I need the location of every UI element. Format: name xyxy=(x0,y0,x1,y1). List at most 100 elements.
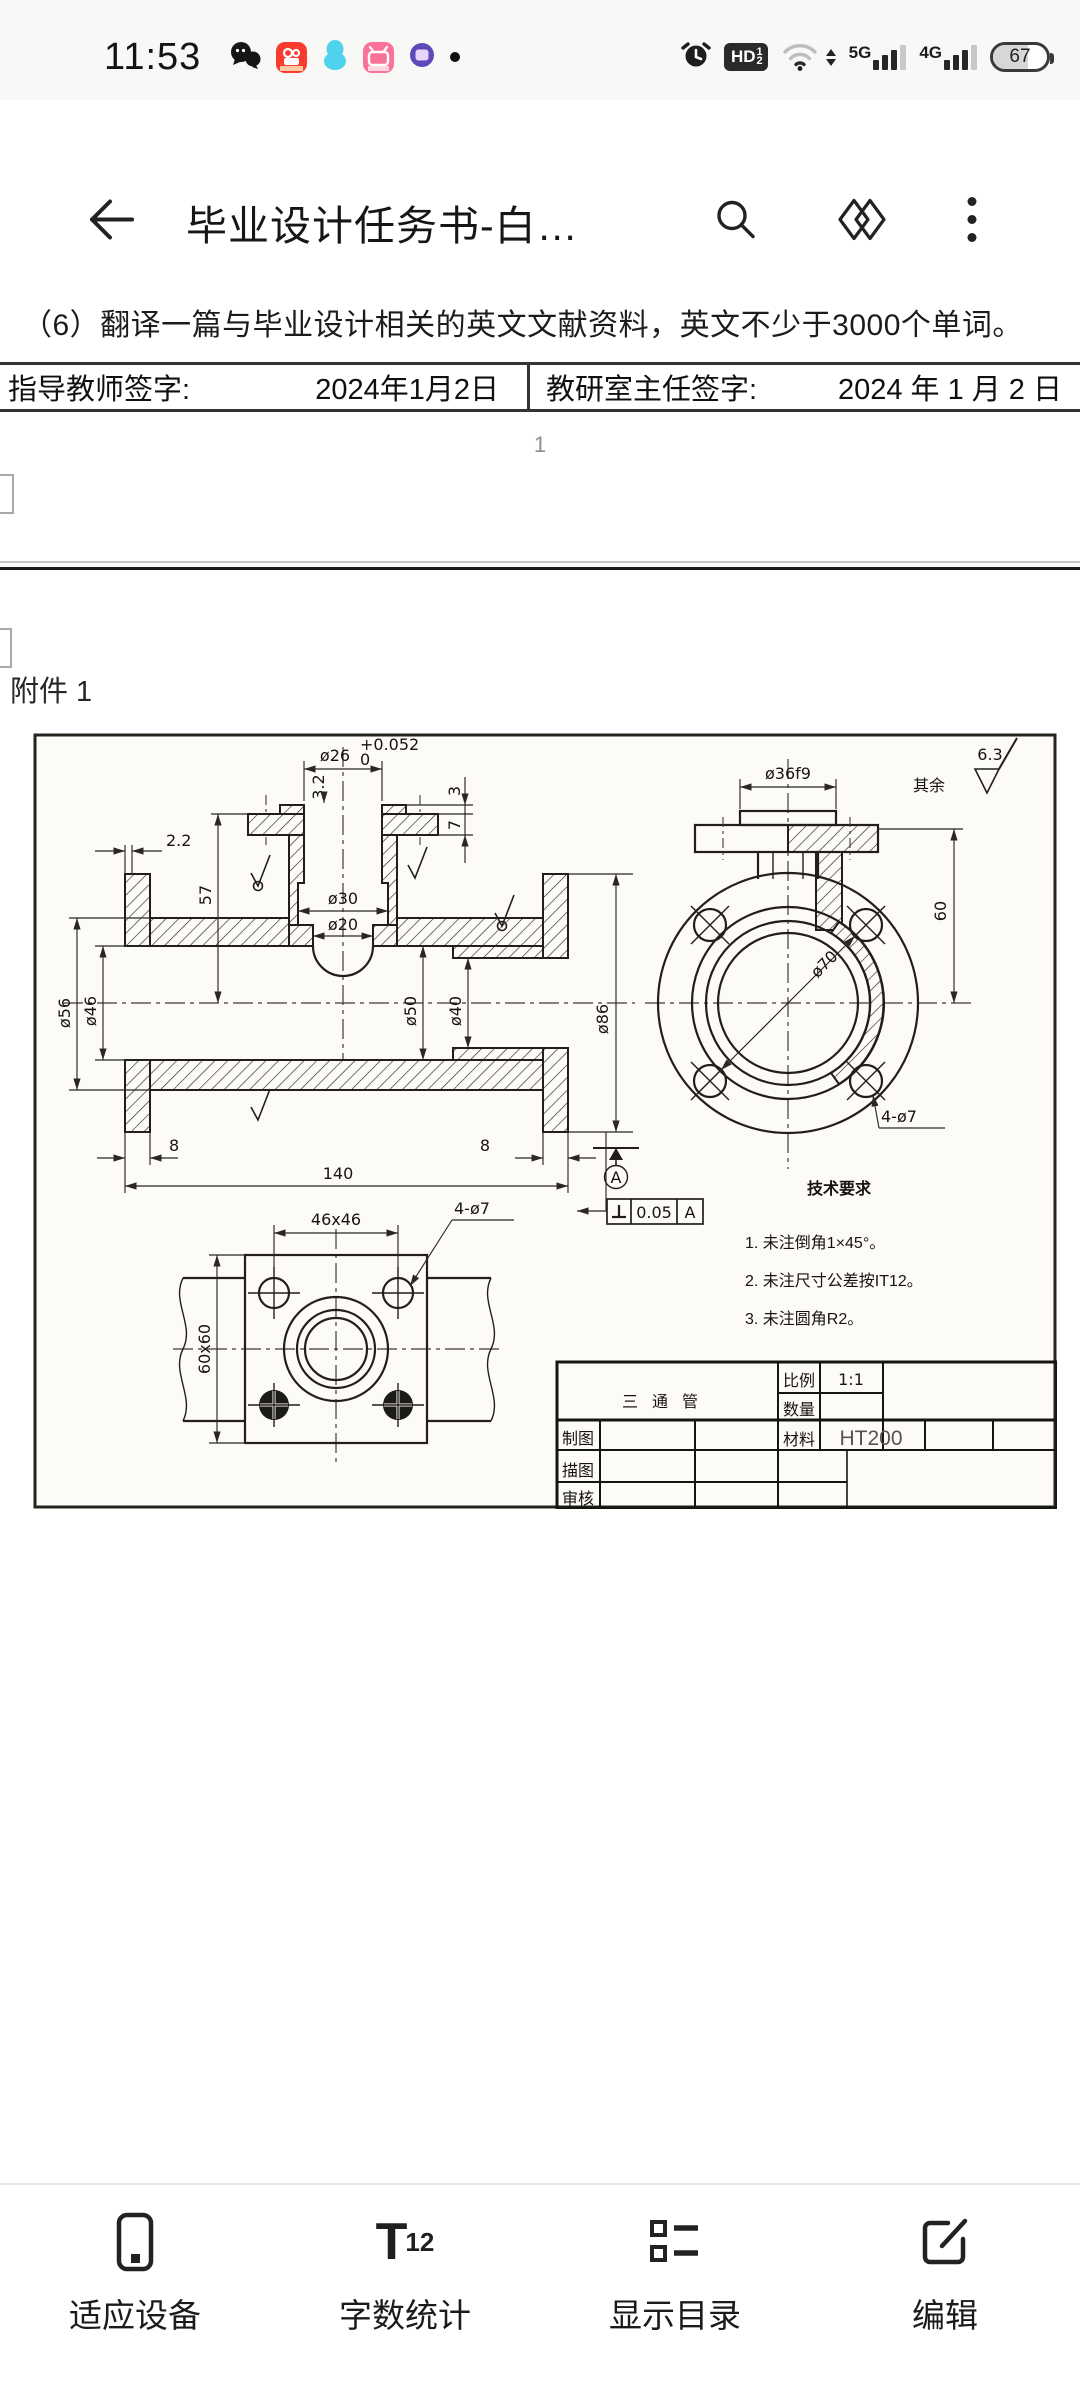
checker-label: 审核 xyxy=(562,1490,594,1508)
dim-d36f9: ø36f9 xyxy=(765,764,811,783)
dim-d50: ø50 xyxy=(401,996,420,1026)
material-label: 材料 xyxy=(783,1431,815,1449)
engineering-drawing: ø26 +0.052 0 3.2 3 7 2.2 57 ø30 xyxy=(33,733,1057,1509)
signal-5g-icon: 5G xyxy=(849,43,907,70)
dim-3-2: 3.2 xyxy=(309,774,328,799)
dim-d86: ø86 xyxy=(593,1004,612,1034)
show-toc-button[interactable]: 显示目录 xyxy=(540,2185,810,2400)
roughness-value: 6.3 xyxy=(977,745,1002,764)
dim-140: 140 xyxy=(323,1164,354,1183)
dim-3: 3 xyxy=(445,786,464,796)
fit-device-button[interactable]: 适应设备 xyxy=(0,2185,270,2400)
dim-60: 60 xyxy=(931,901,950,921)
notification-dot-icon xyxy=(450,52,461,62)
back-button[interactable] xyxy=(86,198,136,247)
bolt-holes xyxy=(690,905,886,1101)
attachment-label: 附件 1 xyxy=(10,676,93,708)
dim-d26-tol-lower: 0 xyxy=(360,750,370,769)
dim-46x46: 46x46 xyxy=(311,1210,361,1229)
tech-req-item: 1. 未注倒角1×45°。 xyxy=(745,1234,885,1252)
dim-7: 7 xyxy=(445,820,464,830)
wifi-traffic-arrows-icon xyxy=(825,48,836,66)
director-sign-date: 2024 年 1 月 2 日 xyxy=(837,374,1062,406)
teacher-sign-date: 2024年1月2日 xyxy=(315,374,499,406)
datum-feature: A 0.05 A xyxy=(577,1132,704,1225)
dim-d56: ø56 xyxy=(55,998,74,1028)
front-dimensions: ø26 +0.052 0 3.2 3 7 2.2 57 ø30 xyxy=(55,735,633,1193)
front-section-view: ø26 +0.052 0 3.2 3 7 2.2 57 ø30 xyxy=(55,735,704,1225)
dim-d20: ø20 xyxy=(328,915,358,934)
tech-req-title: 技术要求 xyxy=(807,1179,872,1198)
tracer-label: 描图 xyxy=(562,1462,594,1480)
app-header: 毕业设计任务书-白… xyxy=(0,172,1080,272)
toolbar-divider xyxy=(0,2183,1080,2185)
table-cell-director: 教研室主任签字: 2024 年 1 月 2 日 xyxy=(530,365,1080,409)
app-icon xyxy=(409,42,435,73)
tech-req-item: 3. 未注圆角R2。 xyxy=(745,1310,863,1328)
edit-button[interactable]: 编辑 xyxy=(810,2185,1080,2400)
roughness-symbol xyxy=(973,768,1001,795)
page-separator-dark xyxy=(0,567,1080,570)
signal-4g-icon: 4G xyxy=(919,43,977,70)
dim-8-right: 8 xyxy=(480,1136,490,1155)
material-value: HT200 xyxy=(839,1427,902,1450)
signature-table: 指导教师签字: 2024年1月2日 教研室主任签字: 2024 年 1 月 2 … xyxy=(0,362,1080,412)
dim-d26-tol-upper: +0.052 xyxy=(360,735,419,754)
qq-icon xyxy=(322,39,348,75)
flange-holes xyxy=(248,1267,424,1427)
drafter-label: 制图 xyxy=(562,1430,594,1448)
dim-d46: ø46 xyxy=(81,996,100,1026)
fcf-value: 0.05 xyxy=(636,1203,672,1222)
edit-icon xyxy=(918,2211,972,2273)
dim-d30: ø30 xyxy=(328,889,358,908)
tee-pipe-drawing: ø26 +0.052 0 3.2 3 7 2.2 57 ø30 xyxy=(33,733,1057,1509)
page-number: 1 xyxy=(533,432,547,457)
page-separator-light xyxy=(0,561,1080,563)
margin-mark xyxy=(0,628,12,668)
teacher-sign-label: 指导教师签字: xyxy=(8,374,191,406)
datum-label: A xyxy=(611,1168,622,1187)
scale-value: 1:1 xyxy=(838,1370,864,1389)
dim-57: 57 xyxy=(196,885,215,905)
kuaishou-icon xyxy=(276,41,308,73)
tech-req-item: 2. 未注尺寸公差按IT12。 xyxy=(745,1272,923,1290)
alarm-icon xyxy=(681,40,711,75)
components-button[interactable] xyxy=(836,198,888,247)
technical-requirements: 技术要求 1. 未注倒角1×45°。 2. 未注尺寸公差按IT12。 3. 未注… xyxy=(745,1179,923,1328)
bilibili-icon xyxy=(363,41,395,73)
wechat-icon xyxy=(229,41,261,74)
clock-time: 11:53 xyxy=(104,35,202,78)
quantity-label: 数量 xyxy=(783,1401,815,1419)
fcf-datum: A xyxy=(685,1203,696,1222)
notification-icons xyxy=(229,39,461,75)
side-flange-view: ø70 ø36f9 60 4-ø7 其余 6.3 xyxy=(645,737,1018,1169)
part-name: 三通管 xyxy=(622,1393,712,1411)
paragraph-text: （6）翻译一篇与毕业设计相关的英文文献资料，英文不少于3000个单词。 xyxy=(22,309,1023,342)
surface-roughness-note: 其余 6.3 xyxy=(913,737,1018,795)
scale-label: 比例 xyxy=(783,1372,815,1390)
dim-4-d7-bottom: 4-ø7 xyxy=(454,1199,490,1218)
title-block: 三通管 比例 1:1 数量 材料 HT200 制图 描图 审核 xyxy=(555,1360,1057,1509)
search-button[interactable] xyxy=(712,196,760,249)
dim-4-d7-side: 4-ø7 xyxy=(881,1107,917,1126)
margin-mark xyxy=(0,474,14,514)
drawing-border xyxy=(33,733,1057,1509)
table-cell-teacher: 指导教师签字: 2024年1月2日 xyxy=(0,365,530,409)
dim-2-2: 2.2 xyxy=(166,831,191,850)
roughness-prefix: 其余 xyxy=(913,776,945,795)
wifi-icon xyxy=(781,39,819,76)
bottom-view: 46x46 4-ø7 60x60 xyxy=(173,1199,514,1467)
device-fit-icon xyxy=(115,2211,155,2273)
more-menu-button[interactable] xyxy=(966,195,978,250)
document-title: 毕业设计任务书-白… xyxy=(186,203,579,249)
dim-d26: ø26 xyxy=(320,746,350,765)
director-sign-label: 教研室主任签字: xyxy=(546,374,758,406)
dim-60x60: 60x60 xyxy=(195,1324,214,1374)
